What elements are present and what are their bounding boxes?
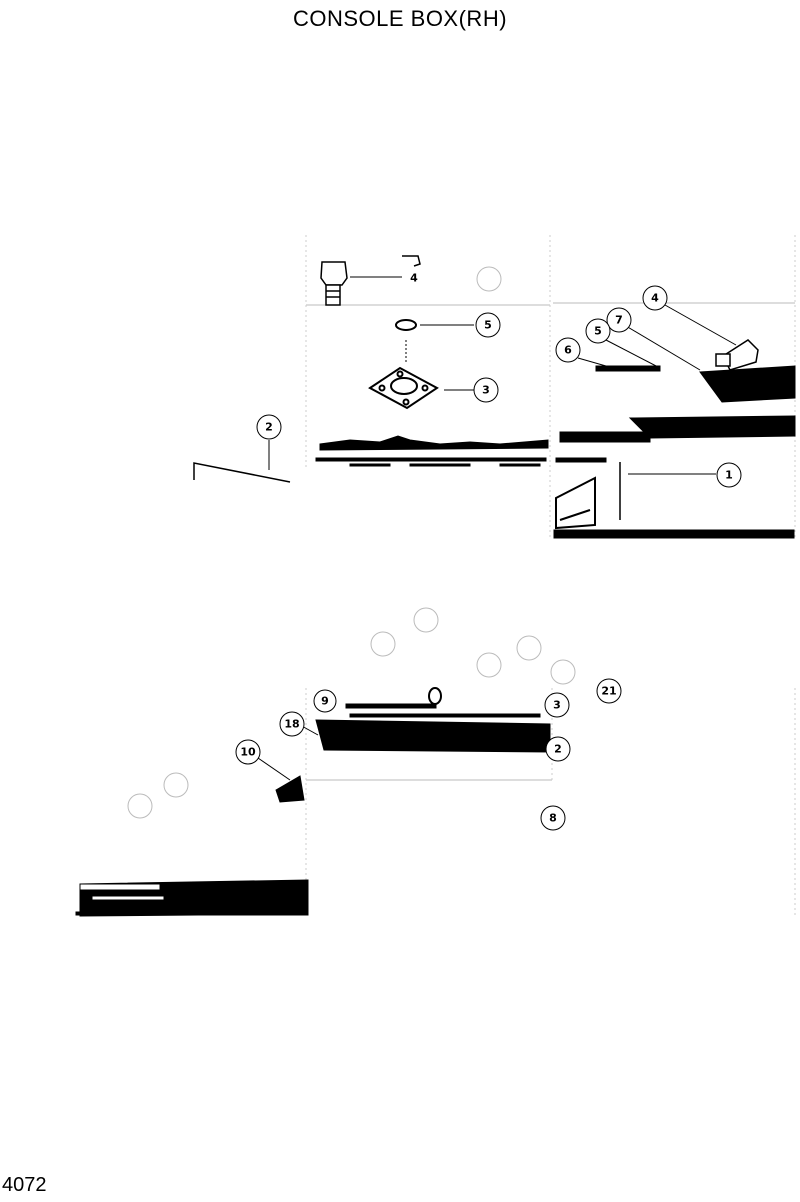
callout-4-right: 4 [642,285,668,311]
svg-text:5: 5 [484,319,492,332]
svg-text:10: 10 [240,746,256,759]
callout-1-right: 1 [716,462,742,488]
svg-text:5: 5 [594,325,602,338]
callout-21-lower: 21 [596,678,622,704]
svg-text:1: 1 [725,469,733,482]
callout-3-lower: 3 [544,692,570,718]
fitting-part-4 [320,255,421,306]
callout-9-lower: 9 [313,689,337,713]
callout-8-lower: 8 [540,805,566,831]
upper-callouts: 4 5 3 2 4 7 5 6 1 [256,272,742,488]
svg-text:3: 3 [553,699,561,712]
svg-text:2: 2 [265,421,273,434]
console-left-fragment [193,440,291,483]
callout-5-right: 5 [585,318,611,344]
svg-text:3: 3 [482,384,490,397]
callout-4-upper: 4 [410,272,418,285]
svg-text:7: 7 [615,314,623,327]
svg-text:9: 9 [321,695,329,708]
upper-panel-frame [305,235,796,540]
svg-text:6: 6 [564,344,572,357]
callout-6-right: 6 [555,337,581,363]
callout-7-right: 7 [606,307,632,333]
flange-plate-part-3 [368,340,474,410]
callout-10-lower: 10 [235,739,261,765]
lower-console-body [75,687,551,917]
console-base-fragment [315,435,549,467]
svg-text:2: 2 [554,743,562,756]
console-right-upper-fragment [553,304,796,539]
callout-2-lower: 2 [545,736,571,762]
svg-text:18: 18 [284,718,299,731]
svg-text:4: 4 [410,272,418,285]
lower-callouts: 21 3 2 18 10 8 9 [235,678,622,831]
washer-part-5 [395,319,474,331]
svg-text:8: 8 [549,812,557,825]
callout-3-upper: 3 [473,377,499,403]
empty-callout-circles [127,266,576,819]
callout-18-lower: 18 [279,711,305,737]
page-number: 4072 [2,1174,47,1196]
svg-text:21: 21 [601,685,616,698]
page-title: CONSOLE BOX(RH) [292,6,508,31]
svg-text:4: 4 [651,292,659,305]
callout-2-upper: 2 [256,414,282,440]
callout-5-upper: 5 [475,312,501,338]
